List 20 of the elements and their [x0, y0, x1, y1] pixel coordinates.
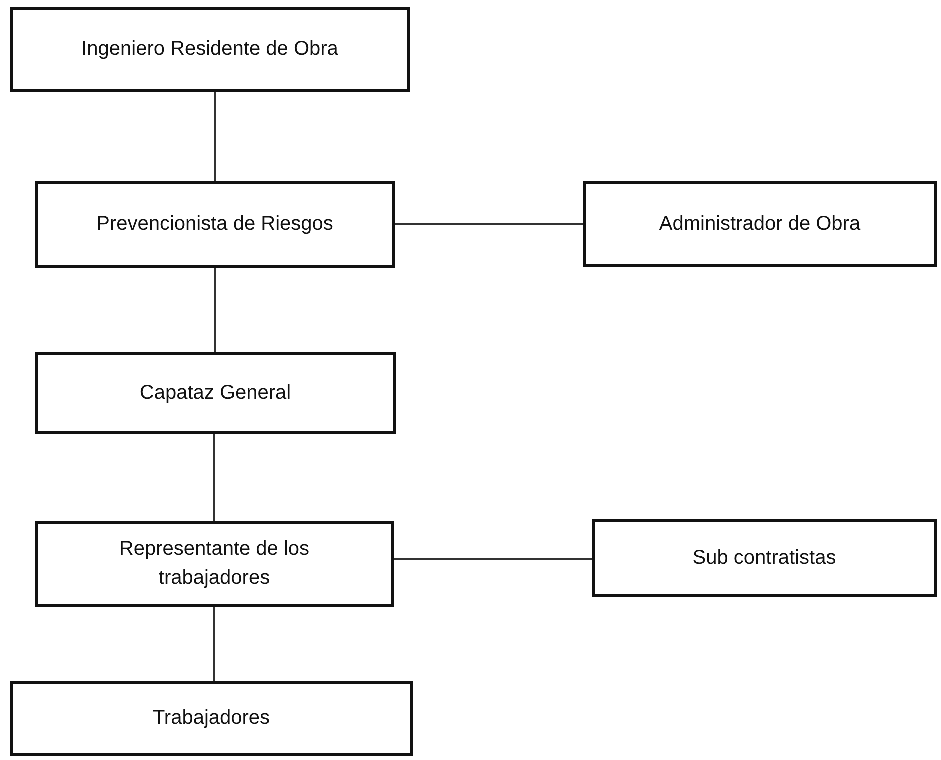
box-label: Capataz General	[140, 380, 292, 406]
box-label: Ingeniero Residente de Obra	[82, 37, 338, 62]
box-label: Administrador de Obra	[659, 212, 861, 236]
org-box	[10, 681, 413, 756]
box-label: Representante de los trabajadores	[118, 537, 311, 591]
connector-line	[214, 92, 216, 181]
org-box	[10, 7, 410, 92]
connector-line	[395, 223, 583, 225]
org-box	[583, 181, 937, 267]
org-box	[35, 352, 396, 434]
org-box	[35, 181, 395, 268]
connector-line	[394, 558, 592, 560]
box-label: Trabajadores	[152, 706, 270, 731]
connector-line	[214, 268, 216, 352]
connector-line	[214, 607, 216, 681]
box-label: Prevencionista de Riesgos	[96, 212, 334, 237]
org-box	[592, 519, 937, 597]
connector-line	[214, 434, 216, 521]
box-label: Sub contratistas	[692, 546, 836, 570]
org-box	[35, 521, 394, 607]
